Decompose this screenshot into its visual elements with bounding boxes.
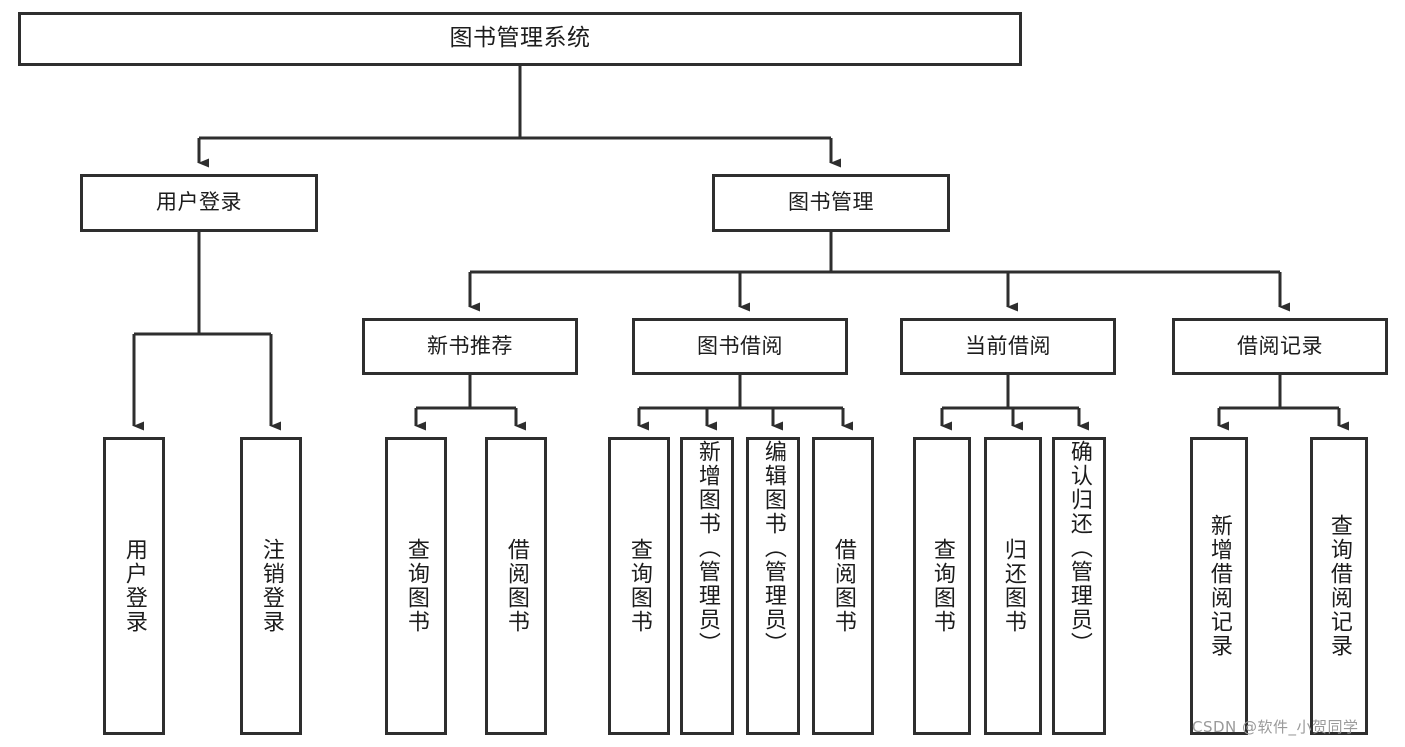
leaf-borrow-book-rec-label: 借阅图书 — [503, 538, 529, 634]
leaf-edit-book-admin-label: 编辑图书（管理员） — [760, 440, 786, 656]
node-user-login-label: 用户登录 — [156, 190, 242, 215]
leaf-borrow-book[interactable]: 借阅图书 — [812, 437, 874, 735]
edges-userlogin-to-leaves — [132, 232, 281, 431]
edges-borrowrecord-to-leaves — [1217, 375, 1349, 431]
leaf-query-book-borrow[interactable]: 查询图书 — [608, 437, 670, 735]
leaf-query-book-current-label: 查询图书 — [929, 538, 955, 634]
edges-bookborrow-to-leaves — [637, 375, 853, 431]
edges-bookmanage-to-level3 — [468, 232, 1290, 312]
leaf-logout-label: 注销登录 — [258, 538, 284, 634]
node-new-book-recommend[interactable]: 新书推荐 — [362, 318, 578, 375]
leaf-query-book-current[interactable]: 查询图书 — [913, 437, 971, 735]
leaf-query-book-rec-label: 查询图书 — [403, 538, 429, 634]
node-current-borrow-label: 当前借阅 — [965, 333, 1051, 358]
leaf-query-book-borrow-label: 查询图书 — [626, 538, 652, 634]
node-borrow-record[interactable]: 借阅记录 — [1172, 318, 1388, 375]
node-borrow-record-label: 借阅记录 — [1237, 333, 1323, 358]
leaf-return-book[interactable]: 归还图书 — [984, 437, 1042, 735]
edges-root-to-level2 — [197, 66, 841, 168]
leaf-logout[interactable]: 注销登录 — [240, 437, 302, 735]
leaf-add-borrow-record-label: 新增借阅记录 — [1206, 514, 1232, 658]
leaf-confirm-return-admin-label: 确认归还（管理员） — [1066, 440, 1092, 656]
node-user-login[interactable]: 用户登录 — [80, 174, 318, 232]
leaf-borrow-book-label: 借阅图书 — [830, 538, 856, 634]
node-root-label: 图书管理系统 — [449, 25, 591, 52]
node-book-management-label: 图书管理 — [788, 190, 874, 215]
node-book-borrow-label: 图书借阅 — [697, 333, 783, 358]
leaf-user-login[interactable]: 用户登录 — [103, 437, 165, 735]
leaf-edit-book-admin[interactable]: 编辑图书（管理员） — [746, 437, 800, 735]
node-current-borrow[interactable]: 当前借阅 — [900, 318, 1116, 375]
node-new-book-recommend-label: 新书推荐 — [427, 333, 513, 358]
leaf-confirm-return-admin[interactable]: 确认归还（管理员） — [1052, 437, 1106, 735]
edges-currentborrow-to-leaves — [940, 375, 1089, 431]
leaf-query-book-rec[interactable]: 查询图书 — [385, 437, 447, 735]
node-root[interactable]: 图书管理系统 — [18, 12, 1022, 66]
leaf-return-book-label: 归还图书 — [1000, 538, 1026, 634]
leaf-add-borrow-record[interactable]: 新增借阅记录 — [1190, 437, 1248, 735]
leaf-add-book-admin[interactable]: 新增图书（管理员） — [680, 437, 734, 735]
leaf-query-borrow-record-label: 查询借阅记录 — [1326, 514, 1352, 658]
edges-newbookrec-to-leaves — [414, 375, 526, 431]
node-book-management[interactable]: 图书管理 — [712, 174, 950, 232]
leaf-user-login-label: 用户登录 — [121, 538, 147, 634]
leaf-add-book-admin-label: 新增图书（管理员） — [694, 440, 720, 656]
csdn-watermark: CSDN @软件_小贺同学 — [1192, 718, 1359, 736]
leaf-borrow-book-rec[interactable]: 借阅图书 — [485, 437, 547, 735]
leaf-query-borrow-record[interactable]: 查询借阅记录 — [1310, 437, 1368, 735]
node-book-borrow[interactable]: 图书借阅 — [632, 318, 848, 375]
